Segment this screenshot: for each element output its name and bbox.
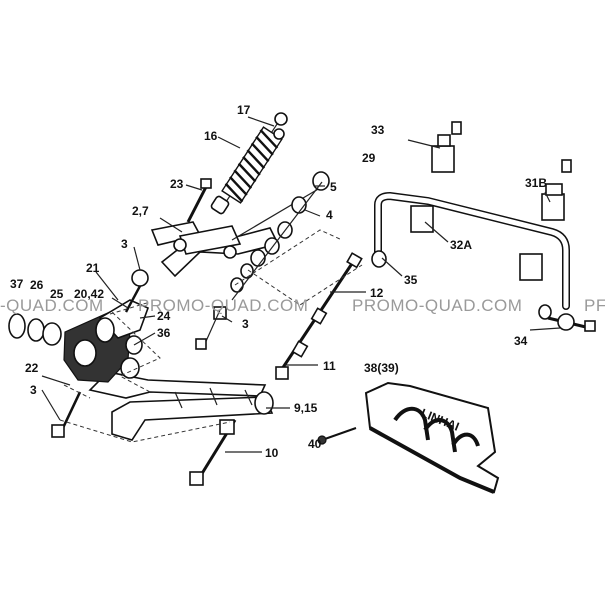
watermark-text-left: -QUAD.COM [0,296,104,315]
watermark-text-right: PROMO-QUAD.COM [352,296,522,315]
shock-absorber [210,112,288,215]
callout-10: 10 [265,446,279,460]
bolt-12-11 [275,252,363,380]
callout-11: 11 [323,359,336,373]
callout-5: 5 [330,180,337,194]
watermark: -QUAD.COM PROMO-QUAD.COM PROMO-QUAD.COM … [0,296,605,315]
lower-a-arm [88,371,274,486]
callout-23: 23 [170,177,184,191]
bolt-23 [186,178,212,223]
callout-32a: 32A [450,238,472,252]
callout-3-upper: 3 [121,237,128,251]
knuckle-hub-assembly [8,269,150,438]
callout-16: 16 [204,129,218,143]
callout-33: 33 [371,123,385,137]
cover-plate: LINHAI [364,381,500,494]
bracket-33 [431,121,462,173]
callout-3-lower: 3 [30,383,37,397]
callout-22: 22 [25,361,39,375]
callout-25: 25 [50,287,64,301]
assembly-guide-lines [59,229,363,443]
watermark-text-edge: PF [584,296,605,315]
screw-40 [317,427,357,445]
callout-24: 24 [157,309,171,323]
callout-17: 17 [237,103,251,117]
callout-37: 37 [10,277,24,291]
callout-4: 4 [326,208,333,222]
callout-34: 34 [514,334,528,348]
callout-9-15: 9,15 [294,401,318,415]
callout-36: 36 [157,326,171,340]
callout-2-7: 2,7 [132,204,149,218]
callout-38-39: 38(39) [364,361,399,375]
leader-lines [41,116,561,453]
callout-35: 35 [404,273,418,287]
callout-20-42: 20,42 [74,287,104,301]
callout-3-middle: 3 [242,317,249,331]
callout-31b: 31B [525,176,547,190]
watermark-text-center: PROMO-QUAD.COM [138,296,308,315]
stabilizer-bar [371,191,570,320]
callout-labels: 17 16 23 2,7 3 21 20,42 37 26 25 24 36 2… [10,103,547,460]
link-rod-34 [547,313,596,332]
callout-26: 26 [30,278,44,292]
callout-21: 21 [86,261,100,275]
callout-12: 12 [370,286,384,300]
upper-arm-assembly [150,171,330,350]
bracket-31b [541,159,572,221]
callout-29: 29 [362,151,376,165]
callout-40: 40 [308,437,322,451]
